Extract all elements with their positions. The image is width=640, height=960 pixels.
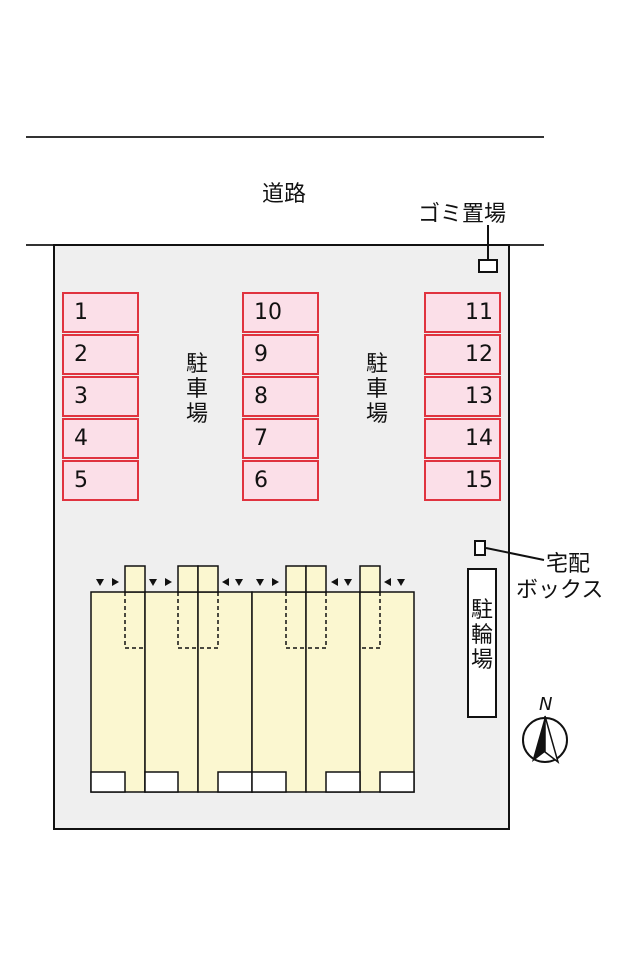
north-compass-icon: [522, 715, 568, 764]
parking-space-5: 5: [62, 460, 139, 501]
parking-space-3: 3: [62, 376, 139, 417]
unit-2: [144, 591, 199, 793]
balcony-3: [217, 771, 253, 793]
garbage-box: [478, 259, 498, 273]
unit-1: [90, 591, 146, 793]
stair-4: [285, 565, 307, 593]
bicycle-parking: 駐輪場: [467, 568, 497, 718]
parking-space-13: 13: [424, 376, 501, 417]
balcony-1: [90, 771, 126, 793]
balcony-2: [144, 771, 179, 793]
balcony-4: [251, 771, 287, 793]
unit-5: [305, 591, 361, 793]
compass-north-label: N: [539, 694, 553, 715]
stair-5: [305, 565, 327, 593]
delivery-box-label-1: 宅配: [546, 552, 591, 577]
parking-label-1: 駐車場: [185, 352, 208, 427]
parking-space-4: 4: [62, 418, 139, 459]
stair-2: [177, 565, 199, 593]
parking-space-14: 14: [424, 418, 501, 459]
parking-space-8: 8: [242, 376, 319, 417]
delivery-leader-line: [485, 547, 545, 561]
road-edge-top: [26, 136, 544, 138]
parking-space-11: 11: [424, 292, 501, 333]
parking-space-12: 12: [424, 334, 501, 375]
garbage-label: ゴミ置場: [418, 202, 507, 227]
balcony-6: [379, 771, 415, 793]
parking-space-7: 7: [242, 418, 319, 459]
stair-3: [197, 565, 219, 593]
parking-space-6: 6: [242, 460, 319, 501]
parking-space-2: 2: [62, 334, 139, 375]
parking-label-2: 駐車場: [365, 352, 388, 427]
parking-space-15: 15: [424, 460, 501, 501]
bicycle-parking-label: 駐輪場: [470, 598, 493, 673]
road-label: 道路: [262, 182, 307, 207]
entrance-arrows: [96, 578, 405, 586]
unit-4: [251, 591, 307, 793]
delivery-box: [474, 540, 486, 556]
stair-dashes: [124, 592, 381, 649]
parking-space-9: 9: [242, 334, 319, 375]
balcony-5: [325, 771, 361, 793]
stair-6: [359, 565, 381, 593]
parking-space-10: 10: [242, 292, 319, 333]
stair-1: [124, 565, 146, 593]
apartment-building: [90, 565, 415, 793]
unit-6: [359, 591, 415, 793]
unit-3: [197, 591, 253, 793]
delivery-box-label-2: ボックス: [516, 578, 604, 603]
parking-space-1: 1: [62, 292, 139, 333]
